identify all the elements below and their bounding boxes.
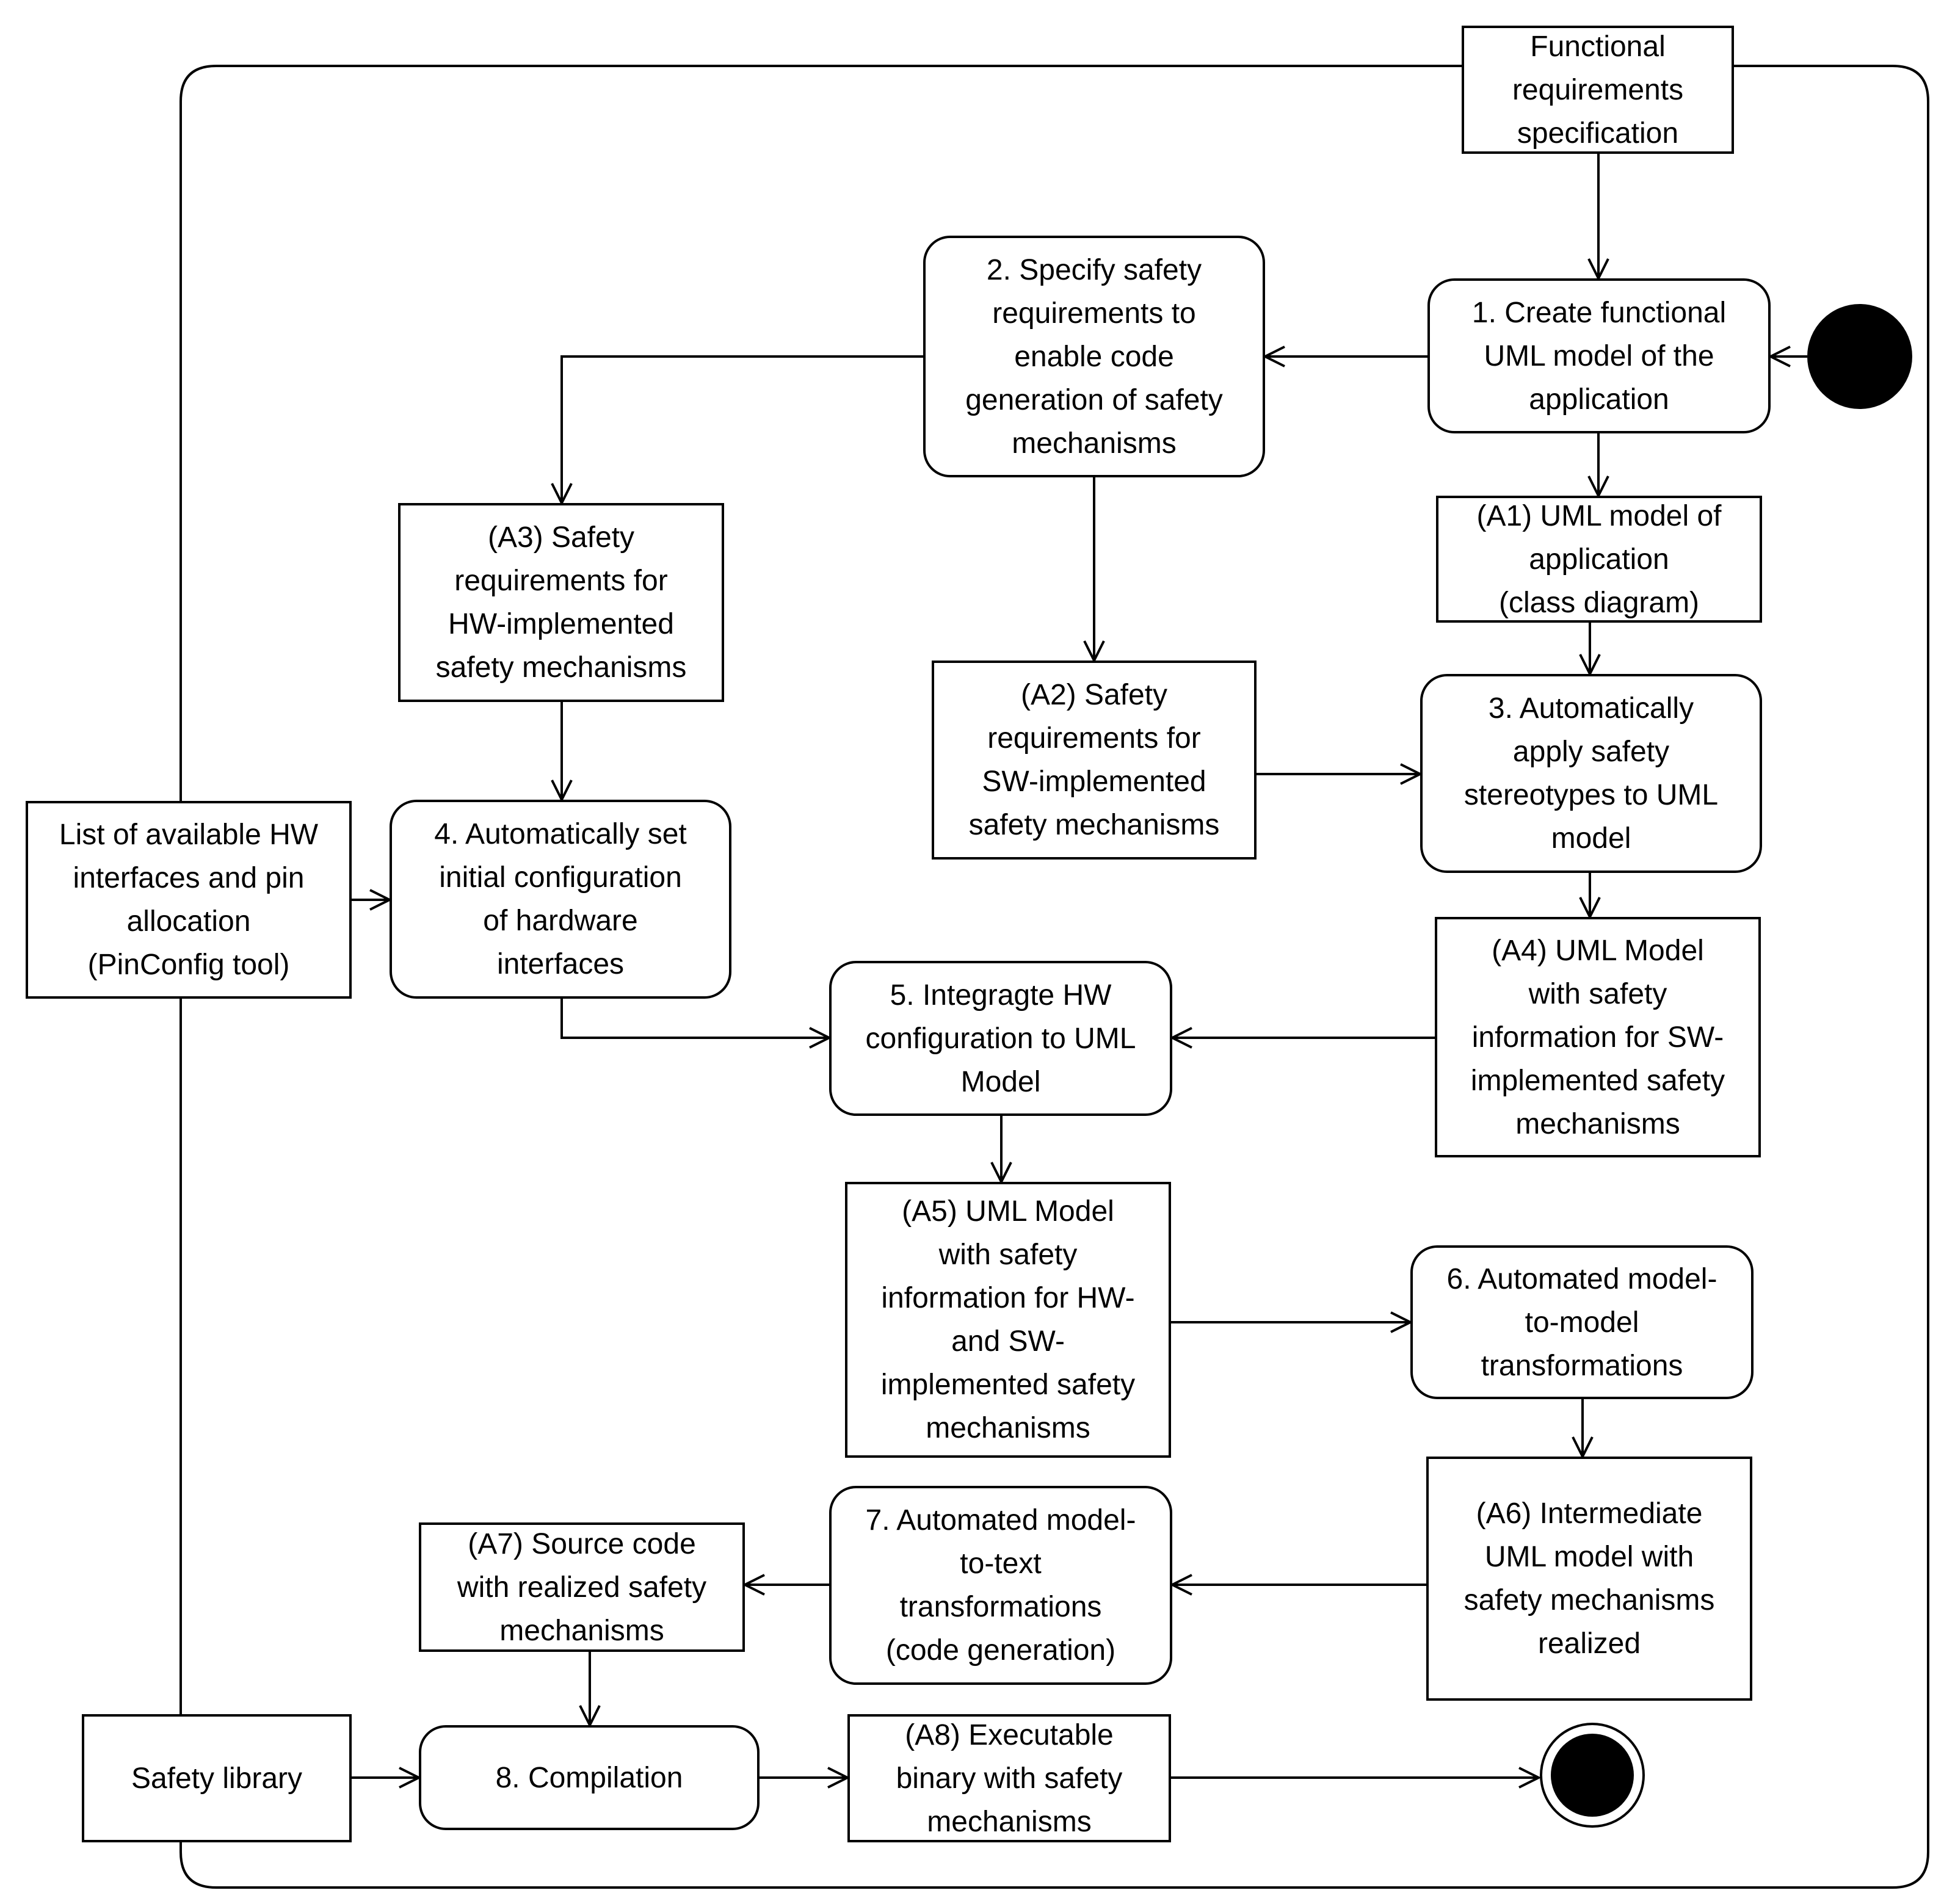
node-text-line: with safety	[938, 1239, 1078, 1271]
node-text-line: requirements	[1512, 73, 1684, 106]
action-step-1: 1. Create functional UML model of the ap…	[1427, 278, 1771, 433]
node-text-line: to-text	[960, 1547, 1042, 1580]
node-text-line: (A2) Safety	[1020, 679, 1168, 711]
node-text-line: configuration to UML	[865, 1022, 1136, 1055]
node-text-line: (A5) UML Model	[902, 1195, 1114, 1228]
node-text-line: requirements for	[454, 565, 668, 597]
artifact-a5: (A5) UML Model with safety information f…	[845, 1182, 1171, 1458]
node-text-line: mechanisms	[499, 1614, 664, 1647]
node-text-line: 4. Automatically set	[434, 818, 687, 850]
node-text-line: to-model	[1525, 1306, 1639, 1339]
action-step-6: 6. Automated model- to-model transformat…	[1410, 1245, 1754, 1399]
node-text-line: 6. Automated model-	[1446, 1262, 1717, 1295]
node-text-line: mechanisms	[1012, 427, 1177, 460]
node-text-line: safety mechanisms	[435, 651, 687, 684]
node-text-line: requirements for	[987, 722, 1201, 755]
node-text-line: HW-implemented	[448, 608, 674, 640]
initial-node	[1807, 304, 1912, 409]
node-text-line: (class diagram)	[1498, 586, 1700, 619]
edge-step2-to-a3	[551, 355, 923, 506]
node-text-line: (A6) Intermediate	[1476, 1497, 1703, 1530]
node-text-line: interfaces and pin	[73, 862, 305, 894]
node-text-line: realized	[1537, 1627, 1641, 1660]
node-text-line: information for HW-	[881, 1282, 1135, 1314]
node-text-line: (A3) Safety	[487, 521, 635, 554]
node-text-line: 8. Compilation	[495, 1761, 683, 1794]
node-text-line: List of available HW	[59, 819, 319, 851]
action-step-2: 2. Specify safety requirements to enable…	[923, 236, 1265, 477]
node-text-line: implemented safety	[1470, 1064, 1725, 1097]
node-text-line: safety mechanisms	[1463, 1584, 1715, 1616]
node-text-line: allocation	[126, 905, 251, 938]
node-text-line: Functional	[1530, 30, 1666, 63]
edge-step4-to-step5	[560, 999, 832, 1049]
action-step-3: 3. Automatically apply safety stereotype…	[1420, 674, 1762, 873]
node-text-line: with safety	[1528, 977, 1667, 1010]
node-text-line: (A4) UML Model	[1492, 934, 1704, 967]
node-text-line: 3. Automatically	[1488, 692, 1694, 725]
node-text-line: (A8) Executable	[905, 1718, 1114, 1751]
node-text-line: 5. Integragte HW	[890, 979, 1112, 1012]
node-text-line: 2. Specify safety	[986, 253, 1202, 286]
node-text-line: Model	[960, 1065, 1041, 1098]
artifact-a6: (A6) Intermediate UML model with safety …	[1426, 1457, 1752, 1701]
node-text-line: with realized safety	[457, 1571, 707, 1604]
node-text-line: safety mechanisms	[968, 809, 1220, 841]
artifact-a1: (A1) UML model of application (class dia…	[1436, 496, 1762, 623]
node-text-line: transformations	[1481, 1349, 1683, 1382]
node-text-line: 1. Create functional	[1471, 296, 1727, 329]
artifact-a4: (A4) UML Model with safety information f…	[1435, 917, 1761, 1157]
artifact-a8: (A8) Executable binary with safety mecha…	[847, 1714, 1171, 1842]
node-text-line: 7. Automated model-	[865, 1504, 1136, 1537]
node-text-line: stereotypes to UML	[1463, 779, 1719, 811]
action-step-4: 4. Automatically set initial configurati…	[390, 800, 731, 999]
safety-library-node: Safety library	[82, 1714, 352, 1842]
final-node-inner	[1551, 1734, 1634, 1817]
node-text-line: initial configuration	[439, 861, 682, 894]
node-text-line: mechanisms	[926, 1412, 1090, 1444]
node-text-line: of hardware	[483, 905, 638, 937]
node-text-line: implemented safety	[880, 1369, 1136, 1401]
artifact-a3: (A3) Safety requirements for HW-implemen…	[398, 503, 724, 702]
hw-interfaces-list-node: List of available HW interfaces and pin …	[26, 801, 352, 999]
node-text-line: (A7) Source code	[468, 1527, 696, 1560]
node-text-line: UML model of the	[1484, 339, 1714, 372]
node-text-line: mechanisms	[1515, 1107, 1680, 1140]
node-text-line: (A1) UML model of	[1476, 499, 1722, 532]
node-text-line: model	[1551, 822, 1631, 855]
action-step-7: 7. Automated model- to-text transformati…	[829, 1486, 1172, 1685]
node-text-line: SW-implemented	[982, 766, 1206, 798]
node-text-line: mechanisms	[927, 1805, 1092, 1838]
node-text-line: information for SW-	[1471, 1021, 1724, 1054]
action-step-8: 8. Compilation	[419, 1725, 760, 1830]
node-text-line: transformations	[899, 1591, 1102, 1623]
node-text-line: interfaces	[496, 948, 625, 980]
activity-frame	[180, 65, 1929, 1889]
node-text-line: binary with safety	[896, 1762, 1123, 1795]
functional-requirements-node: Functional requirements specification	[1462, 26, 1734, 154]
node-text-line: requirements to	[992, 297, 1196, 330]
node-text-line: UML model with	[1484, 1541, 1694, 1573]
node-text-line: apply safety	[1512, 736, 1670, 768]
node-text-line: generation of safety	[965, 383, 1223, 416]
node-text-line: and SW-	[951, 1325, 1065, 1358]
node-text-line: application	[1529, 383, 1669, 416]
node-text-line: application	[1529, 543, 1669, 576]
artifact-a2: (A2) Safety requirements for SW-implemen…	[932, 661, 1257, 860]
node-text-line: specification	[1517, 117, 1679, 150]
action-step-5: 5. Integragte HW configuration to UML Mo…	[829, 961, 1172, 1116]
artifact-a7: (A7) Source code with realized safety me…	[419, 1522, 745, 1652]
node-text-line: Safety library	[131, 1762, 303, 1795]
node-text-line: enable code	[1014, 340, 1174, 373]
node-text-line: (PinConfig tool)	[87, 949, 290, 981]
node-text-line: (code generation)	[885, 1634, 1116, 1667]
